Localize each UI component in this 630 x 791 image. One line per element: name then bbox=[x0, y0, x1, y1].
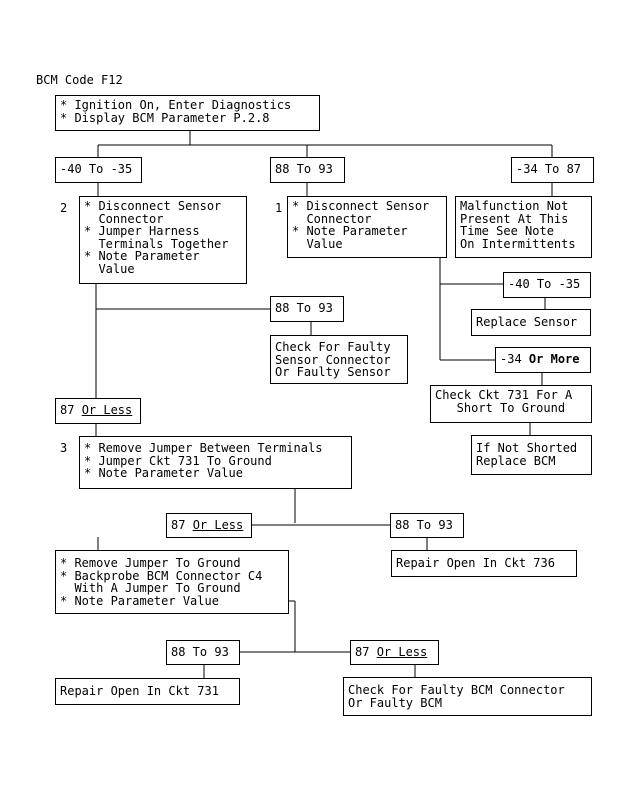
check-ckt-731-line: Check Ckt 731 For A bbox=[435, 388, 573, 402]
malfunction-line: Malfunction Not bbox=[460, 199, 569, 213]
step-2-low-range: 87 Or Less bbox=[55, 398, 141, 424]
check-ckt-731-line: Short To Ground bbox=[435, 400, 566, 415]
step-3-instructions: * Remove Jumper Between Terminals* Jumpe… bbox=[79, 436, 352, 489]
step-2-number: 2 bbox=[60, 201, 68, 215]
step-1-line: * Disconnect Sensor bbox=[292, 199, 430, 213]
check-sensor-line: Check For Faulty bbox=[275, 340, 391, 354]
check-ckt-731-box: Check Ckt 731 For A Short To Ground bbox=[430, 385, 592, 423]
repair-ckt-736-box: Repair Open In Ckt 736 bbox=[391, 550, 577, 577]
step-1-line: Value bbox=[292, 236, 343, 251]
step-3-line: * Note Parameter Value bbox=[84, 466, 243, 481]
step-4-low-value: 87 bbox=[355, 645, 370, 659]
step-3-low-range: 87 Or Less bbox=[166, 513, 252, 538]
step-1-instructions: * Disconnect Sensor Connector* Note Para… bbox=[287, 196, 447, 258]
replace-sensor-box: Replace Sensor bbox=[471, 309, 591, 336]
start-line-1: * Ignition On, Enter Diagnostics bbox=[60, 98, 292, 112]
step-4-low-range: 87 Or Less bbox=[350, 640, 439, 665]
step-4-instructions: * Remove Jumper To Ground* Backprobe BCM… bbox=[55, 550, 289, 614]
branch-left-range: -40 To -35 bbox=[55, 157, 142, 183]
step-2-low-value: 87 bbox=[60, 403, 75, 417]
step-1-high-range: -34 Or More bbox=[495, 347, 591, 373]
start-instructions: * Ignition On, Enter Diagnostics* Displa… bbox=[55, 95, 320, 131]
step-4-low-suffix: Or Less bbox=[376, 645, 428, 659]
page-title: BCM Code F12 bbox=[36, 73, 123, 87]
check-sensor-line: Or Faulty Sensor bbox=[275, 365, 391, 380]
if-not-shorted-line: Replace BCM bbox=[476, 453, 556, 468]
step-1-low-range: -40 To -35 bbox=[503, 272, 591, 298]
check-bcm-line: Or Faulty BCM bbox=[348, 695, 442, 710]
step-2-line: Terminals Together bbox=[84, 236, 229, 251]
repair-ckt-731-box: Repair Open In Ckt 731 bbox=[55, 678, 240, 705]
step-3-high-range: 88 To 93 bbox=[390, 513, 464, 538]
step-2-line: * Disconnect Sensor bbox=[84, 199, 222, 213]
step-2-low-suffix: Or Less bbox=[81, 403, 133, 417]
step-3-low-value: 87 bbox=[171, 518, 186, 532]
malfunction-line: Time See Note bbox=[460, 224, 554, 239]
branch-mid-range: 88 To 93 bbox=[270, 157, 345, 183]
branch-right-range: -34 To 87 bbox=[511, 157, 594, 183]
step-3-number: 3 bbox=[60, 441, 68, 455]
check-bcm-line: Check For Faulty BCM Connector bbox=[348, 683, 565, 697]
check-sensor-line: Sensor Connector bbox=[275, 352, 391, 367]
step-4-line: * Backprobe BCM Connector C4 bbox=[60, 568, 263, 583]
step-3-line: * Remove Jumper Between Terminals bbox=[84, 441, 323, 455]
step-4-line: * Note Parameter Value bbox=[60, 593, 219, 608]
step-2-high-range: 88 To 93 bbox=[270, 296, 344, 322]
step-2-line: Value bbox=[84, 261, 135, 276]
step-4-high-range: 88 To 93 bbox=[166, 640, 240, 665]
step-4-line: * Remove Jumper To Ground bbox=[60, 556, 241, 570]
start-line-2: * Display BCM Parameter P.2.8 bbox=[60, 110, 270, 125]
malfunction-line: On Intermittents bbox=[460, 236, 576, 251]
step-2-instructions: * Disconnect Sensor Connector* Jumper Ha… bbox=[79, 196, 247, 284]
step-2-line: Connector bbox=[84, 211, 164, 226]
malfunction-line: Present At This bbox=[460, 211, 569, 226]
step-4-line: With A Jumper To Ground bbox=[60, 581, 241, 596]
step-1-high-suffix: Or More bbox=[528, 352, 580, 366]
step-1-number: 1 bbox=[275, 201, 283, 215]
if-not-shorted-line: If Not Shorted bbox=[476, 441, 578, 455]
step-3-line: * Jumper Ckt 731 To Ground bbox=[84, 453, 272, 468]
step-3-low-suffix: Or Less bbox=[192, 518, 244, 532]
step-2-line: * Jumper Harness bbox=[84, 224, 200, 239]
step-2-line: * Note Parameter bbox=[84, 249, 200, 264]
step-1-high-value: -34 bbox=[500, 352, 522, 366]
step-1-line: Connector bbox=[292, 211, 372, 226]
step-1-line: * Note Parameter bbox=[292, 224, 408, 239]
